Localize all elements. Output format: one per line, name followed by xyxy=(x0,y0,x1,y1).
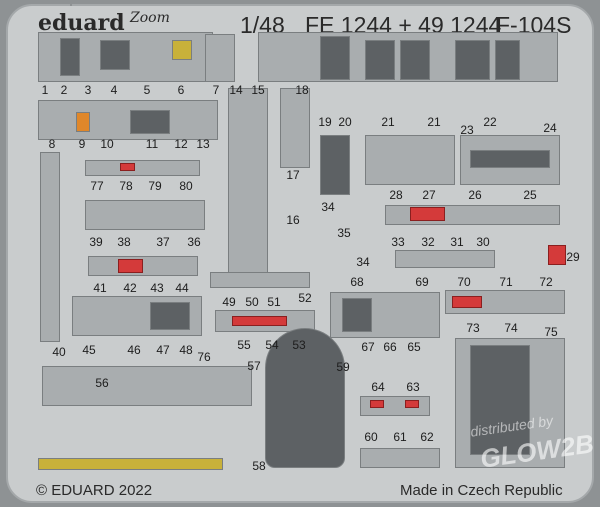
part-number: 4 xyxy=(110,83,118,97)
part-number: 62 xyxy=(420,430,434,444)
part-number: 37 xyxy=(156,235,170,249)
part-number: 35 xyxy=(337,226,351,240)
part-number: 36 xyxy=(187,235,201,249)
part-number: 16 xyxy=(286,213,300,227)
part-number: 71 xyxy=(499,275,513,289)
part-number: 56 xyxy=(95,376,109,390)
part-number: 46 xyxy=(127,343,141,357)
part-number: 54 xyxy=(265,338,279,352)
part-number: 65 xyxy=(407,340,421,354)
part-number: 77 xyxy=(90,179,104,193)
part-number: 25 xyxy=(523,188,537,202)
part-number: 31 xyxy=(450,235,464,249)
part-number: 39 xyxy=(89,235,103,249)
part-number: 32 xyxy=(421,235,435,249)
part-number: 55 xyxy=(237,338,251,352)
part-number: 53 xyxy=(292,338,306,352)
part-number: 50 xyxy=(245,295,259,309)
part-number: 14 xyxy=(229,83,243,97)
part-number: 11 xyxy=(145,137,159,151)
part-number: 21 xyxy=(381,115,395,129)
part-number: 15 xyxy=(251,83,265,97)
part-number: 6 xyxy=(177,83,185,97)
part-number: 30 xyxy=(476,235,490,249)
part-number: 20 xyxy=(338,115,352,129)
part-number: 52 xyxy=(298,291,312,305)
part-number: 72 xyxy=(539,275,553,289)
part-number: 21 xyxy=(427,115,441,129)
part-number: 51 xyxy=(267,295,281,309)
part-number: 68 xyxy=(350,275,364,289)
part-number: 26 xyxy=(468,188,482,202)
part-number: 10 xyxy=(100,137,114,151)
part-number: 12 xyxy=(174,137,188,151)
part-number: 57 xyxy=(247,359,261,373)
part-number: 73 xyxy=(466,321,480,335)
part-number: 5 xyxy=(143,83,151,97)
copyright: © EDUARD 2022 xyxy=(36,482,153,499)
part-number: 18 xyxy=(295,83,309,97)
part-number: 2 xyxy=(60,83,68,97)
part-number: 63 xyxy=(406,380,420,394)
fret-tab xyxy=(70,0,72,6)
part-number: 17 xyxy=(286,168,300,182)
brand-logo: eduard xyxy=(38,10,125,36)
part-number: 3 xyxy=(84,83,92,97)
part-number: 58 xyxy=(252,459,266,473)
part-number: 64 xyxy=(371,380,385,394)
part-number: 34 xyxy=(321,200,335,214)
part-number: 76 xyxy=(197,350,211,364)
part-number: 44 xyxy=(175,281,189,295)
part-number: 27 xyxy=(422,188,436,202)
part-number: 13 xyxy=(196,137,210,151)
origin-label: Made in Czech Republic xyxy=(400,482,563,499)
part-number: 66 xyxy=(383,340,397,354)
part-number: 1 xyxy=(41,83,49,97)
part-number: 67 xyxy=(361,340,375,354)
part-number: 47 xyxy=(156,343,170,357)
part-number: 42 xyxy=(123,281,137,295)
part-number: 78 xyxy=(119,179,133,193)
part-number: 59 xyxy=(336,360,350,374)
part-number: 74 xyxy=(504,321,518,335)
part-number: 19 xyxy=(318,115,332,129)
part-number: 45 xyxy=(82,343,96,357)
part-number: 9 xyxy=(78,137,86,151)
part-number: 61 xyxy=(393,430,407,444)
part-number: 41 xyxy=(93,281,107,295)
part-number: 33 xyxy=(391,235,405,249)
part-number: 69 xyxy=(415,275,429,289)
part-number: 40 xyxy=(52,345,66,359)
part-number: 80 xyxy=(179,179,193,193)
part-number: 34 xyxy=(356,255,370,269)
part-number: 38 xyxy=(117,235,131,249)
part-number: 8 xyxy=(48,137,56,151)
part-number: 49 xyxy=(222,295,236,309)
part-number: 28 xyxy=(389,188,403,202)
part-number: 48 xyxy=(179,343,193,357)
part-number: 70 xyxy=(457,275,471,289)
part-number: 22 xyxy=(483,115,497,129)
part-number: 23 xyxy=(460,123,474,137)
zoom-logo: Zoom xyxy=(130,10,170,26)
part-number: 43 xyxy=(150,281,164,295)
part-number: 24 xyxy=(543,121,557,135)
part-number: 7 xyxy=(212,83,220,97)
part-number: 29 xyxy=(566,250,580,264)
part-number: 79 xyxy=(148,179,162,193)
part-number: 75 xyxy=(544,325,558,339)
part-number: 60 xyxy=(364,430,378,444)
